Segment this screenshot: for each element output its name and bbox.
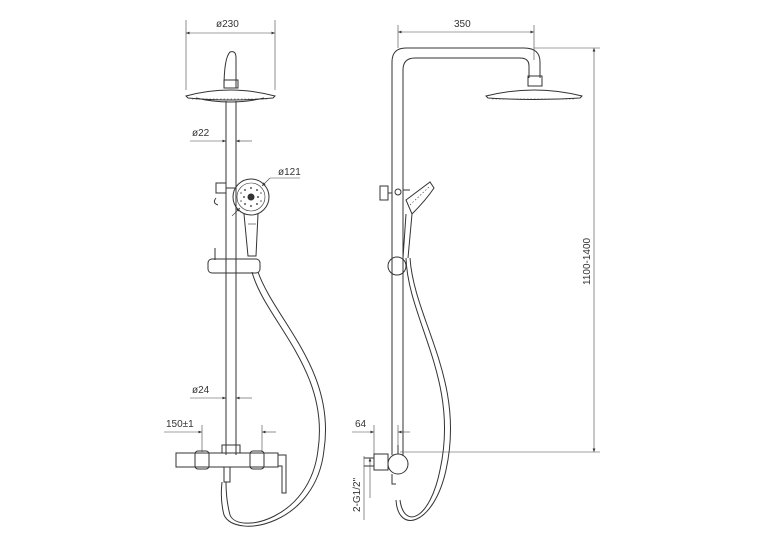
slider-holder-front (207, 248, 261, 274)
arm-reach-label: 350 (454, 19, 471, 30)
wall-offset-label: 64 (355, 419, 367, 430)
rail-front (225, 101, 237, 455)
shower-arm-side (391, 47, 541, 455)
hose-side (399, 257, 445, 518)
diverter-knob-side (379, 185, 410, 201)
wall-offset-dimension: 64 (352, 419, 410, 455)
mixer-body-side (364, 445, 409, 485)
pipe-lower-dimension: ø24 (190, 385, 252, 400)
mixer-spacing-label: 150±1 (166, 419, 194, 430)
head-diameter-dimension: ø230 (185, 19, 276, 90)
hand-shower-diameter-dimension: ø121 (231, 167, 301, 217)
diverter-knob-front (213, 182, 236, 206)
height-range-dimension: 1100-1400 (400, 47, 600, 453)
side-view: 350 (352, 19, 600, 521)
rain-shower-head-front (185, 51, 276, 103)
mixer-spacing-dimension: 150±1 (164, 419, 276, 452)
head-diameter-label: ø230 (216, 19, 239, 30)
pipe-lower-label: ø24 (192, 385, 210, 396)
arm-reach-dimension: 350 (397, 19, 535, 60)
rain-shower-head-side (485, 75, 583, 100)
hose-front (225, 271, 320, 524)
front-view: ø230 ø22 (164, 19, 326, 527)
hand-shower-front (232, 178, 270, 257)
height-range-label: 1100-1400 (582, 237, 593, 285)
slider-ball-side (387, 256, 407, 276)
hand-shower-diameter-label: ø121 (278, 167, 301, 178)
hand-shower-side (402, 181, 435, 259)
inlet-thread-dimension: 2-G1/2" (352, 456, 372, 520)
inlet-thread-label: 2-G1/2" (352, 477, 363, 512)
mixer-body-front (175, 444, 287, 494)
pipe-upper-dimension: ø22 (190, 128, 252, 143)
pipe-upper-label: ø22 (192, 128, 210, 139)
